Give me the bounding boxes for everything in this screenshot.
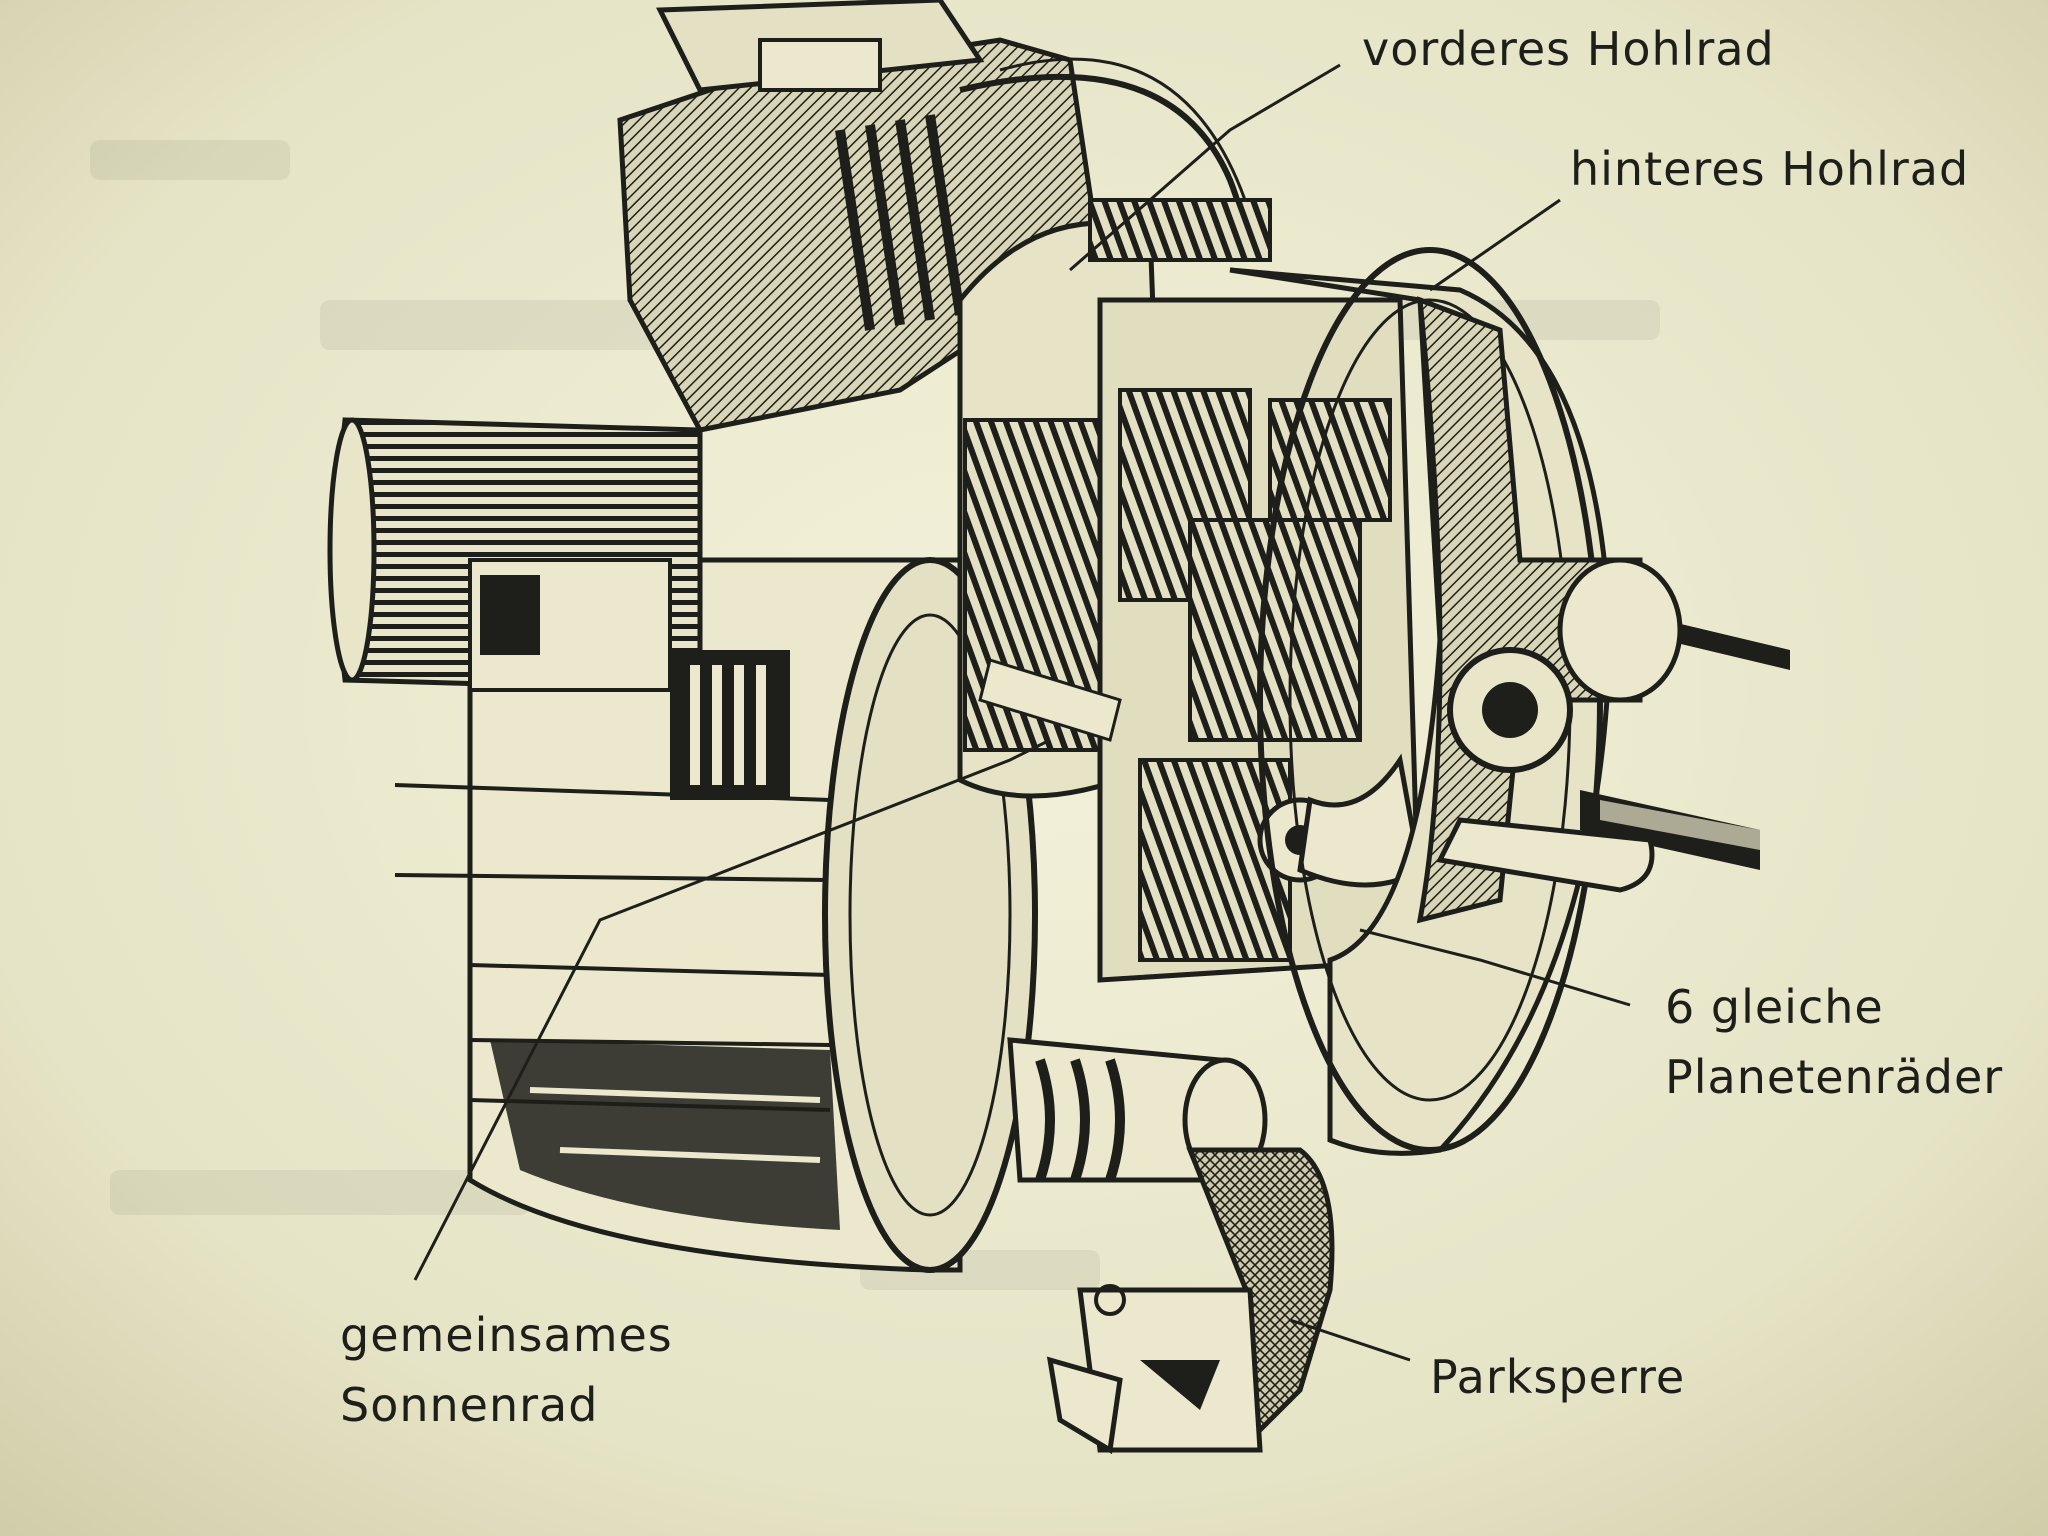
label-rear-ring-gear: hinteres Hohlrad <box>1570 134 1969 204</box>
leader-lines <box>413 63 1631 1362</box>
leader-rear-ring-gear <box>1429 198 1561 292</box>
label-planet-gears-line1: 6 gleiche <box>1665 980 1884 1034</box>
clutch-drum <box>394 557 1038 1273</box>
label-front-ring-gear-text: vorderes Hohlrad <box>1362 22 1775 76</box>
leader-planet-gears <box>1359 928 1631 1007</box>
label-parking-lock-text: Parksperre <box>1430 1350 1686 1404</box>
label-sun-gear-line2: Sonnenrad <box>340 1378 599 1432</box>
input-shaft <box>327 417 703 693</box>
rear-ring-gear <box>1229 247 1643 1156</box>
planetary-gear-set <box>978 297 1423 983</box>
label-planet-gears-line2: Planetenräder <box>1665 1050 2004 1104</box>
label-planet-gears: 6 gleiche Planetenräder <box>1665 972 2003 1112</box>
output-shaft <box>1436 557 1790 893</box>
parking-lock <box>1007 1037 1335 1455</box>
label-front-ring-gear: vorderes Hohlrad <box>1362 14 1775 84</box>
label-rear-ring-gear-text: hinteres Hohlrad <box>1570 142 1970 196</box>
label-sun-gear: gemeinsames Sonnenrad <box>340 1300 673 1440</box>
leader-parking-lock <box>1289 1318 1411 1362</box>
label-parking-lock: Parksperre <box>1430 1342 1685 1412</box>
label-sun-gear-line1: gemeinsames <box>340 1308 673 1362</box>
clutch-plates-small <box>670 650 790 800</box>
leader-sun-gear <box>413 738 1051 1281</box>
leader-front-ring-gear <box>1069 63 1341 272</box>
